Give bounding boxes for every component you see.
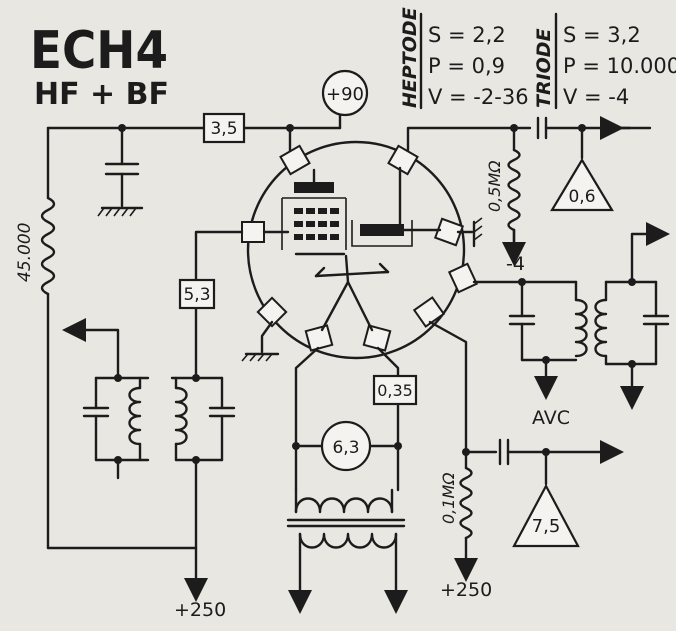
decoupling-capacitor bbox=[97, 126, 144, 217]
output-triangle bbox=[512, 483, 580, 548]
tube-envelope bbox=[246, 140, 466, 360]
heater-transformer bbox=[286, 488, 408, 614]
triode-p: P = 10.000 bbox=[563, 54, 676, 78]
plate-circuit bbox=[428, 320, 624, 582]
resistor-3-5-box bbox=[202, 112, 246, 144]
heptode-p: P = 0,9 bbox=[428, 54, 505, 78]
input-triangle-label: 0,6 bbox=[568, 187, 595, 207]
heptode-s: S = 2,2 bbox=[428, 23, 506, 47]
supply-90-label: +90 bbox=[326, 84, 364, 105]
left-tank-circuit bbox=[62, 318, 236, 602]
subtitle: HF + BF bbox=[34, 77, 169, 112]
resistor-45000-label: 45.000 bbox=[15, 223, 35, 282]
supply-250-left: +250 bbox=[174, 599, 226, 621]
resistor-0-35-label: 0,35 bbox=[377, 381, 413, 400]
input-triangle bbox=[550, 157, 614, 212]
supply-90-circle bbox=[321, 69, 369, 117]
grid-resistor-label: 0,5MΩ bbox=[485, 160, 504, 212]
grid-bias-label: -4 bbox=[506, 253, 525, 275]
triode-s: S = 3,2 bbox=[563, 23, 641, 47]
heptode-v: V = -2-36 bbox=[428, 85, 529, 109]
heater-circle bbox=[320, 420, 372, 472]
right-tank-circuit bbox=[472, 222, 670, 410]
avc-label: AVC bbox=[532, 407, 570, 429]
resistor-3-5-label: 3,5 bbox=[210, 119, 237, 139]
tube-internals bbox=[262, 166, 442, 332]
heater-label: 6,3 bbox=[332, 438, 359, 458]
heptode-label: HEPTODE bbox=[399, 7, 421, 108]
cathode-wiring bbox=[241, 320, 402, 492]
supply-250-right: +250 bbox=[440, 579, 492, 601]
tube-pins bbox=[241, 144, 479, 352]
resistor-5-3-label: 5,3 bbox=[183, 285, 210, 305]
triode-label: TRIODE bbox=[533, 28, 555, 108]
resistor-5-3-box bbox=[178, 278, 216, 310]
left-grid-wiring bbox=[194, 230, 244, 378]
top-wire bbox=[46, 106, 342, 160]
plate-resistor-label: 0,1MΩ bbox=[439, 472, 458, 524]
resistor-0-35-box bbox=[372, 374, 418, 406]
triode-v: V = -4 bbox=[563, 85, 629, 109]
top-right-wiring bbox=[406, 116, 652, 252]
title: ECH4 bbox=[30, 21, 168, 81]
output-triangle-label: 7,5 bbox=[532, 516, 561, 537]
resistor-45000 bbox=[40, 126, 198, 550]
